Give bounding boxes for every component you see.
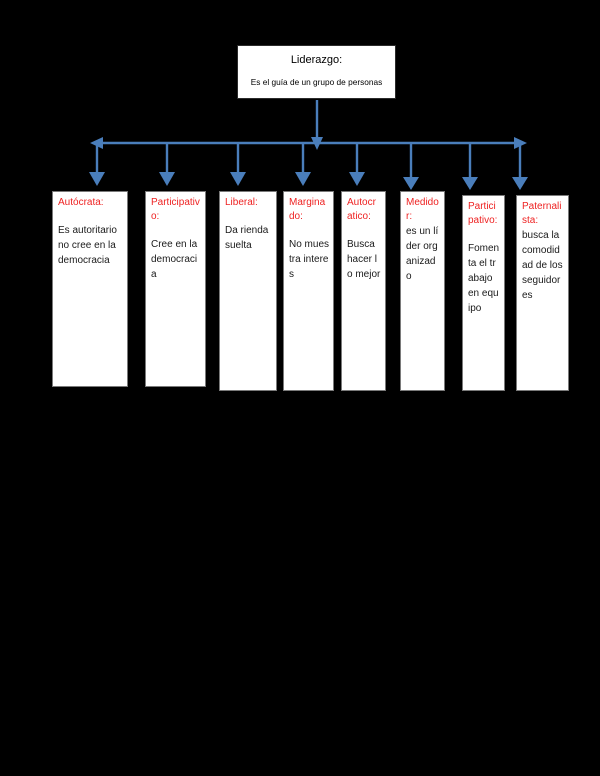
connector-arrowhead-6 [403, 177, 419, 190]
node-title: Paternalista: [522, 201, 562, 226]
node-title: Autocratico: [347, 197, 376, 222]
connector-arrowhead-8 [512, 177, 528, 190]
root-node-liderazgo[interactable]: Liderazgo: Es el guía de un grupo de per… [237, 45, 396, 99]
node-paternalista[interactable]: Paternalista: busca la comodidad de los … [516, 195, 569, 391]
node-title: Participativo: [151, 197, 200, 222]
node-title: Autócrata: [58, 197, 104, 208]
connector-arrowhead-7 [462, 177, 478, 190]
node-autocratico[interactable]: Autocratico: Busca hacer lo mejor [341, 191, 386, 391]
root-node-subtitle: Es el guía de un grupo de personas [250, 77, 383, 87]
connector-root-arrowhead [311, 137, 323, 150]
node-title: Participativo: [468, 201, 498, 226]
connector-bus-left-arrowhead [90, 137, 103, 149]
connector-arrowhead-5 [349, 172, 365, 186]
node-participativo-1[interactable]: Participativo: Cree en la democracia [145, 191, 206, 387]
connector-bus-right-arrowhead [514, 137, 527, 149]
node-participativo-2[interactable]: Participativo: Fomenta el trabajo en equ… [462, 195, 505, 391]
connector-arrowhead-2 [159, 172, 175, 186]
node-marginado[interactable]: Marginado: No muestra interes [283, 191, 334, 391]
node-liberal[interactable]: Liberal: Da rienda suelta [219, 191, 277, 391]
node-title: Marginado: [289, 197, 326, 222]
node-body: busca la comodidad de los seguidores [522, 230, 563, 301]
node-title: Liberal: [225, 197, 258, 208]
node-body: es un líder organizado [406, 226, 439, 282]
node-body: Da rienda suelta [225, 225, 269, 251]
node-body: Busca hacer lo mejor [347, 239, 381, 280]
node-title: Medidor: [406, 197, 439, 222]
node-autocrata[interactable]: Autócrata: Es autoritario no cree en la … [52, 191, 128, 387]
root-node-title: Liderazgo: [290, 54, 343, 66]
node-body: No muestra interes [289, 239, 330, 280]
node-body: Fomenta el trabajo en equipo [468, 243, 500, 314]
node-body: Es autoritario no cree en la democracia [58, 225, 117, 266]
connector-arrowhead-3 [230, 172, 246, 186]
connector-arrowhead-1 [89, 172, 105, 186]
connector-arrowhead-4 [295, 172, 311, 186]
node-medidor[interactable]: Medidor: es un líder organizado [400, 191, 445, 391]
node-body: Cree en la democracia [151, 239, 198, 280]
